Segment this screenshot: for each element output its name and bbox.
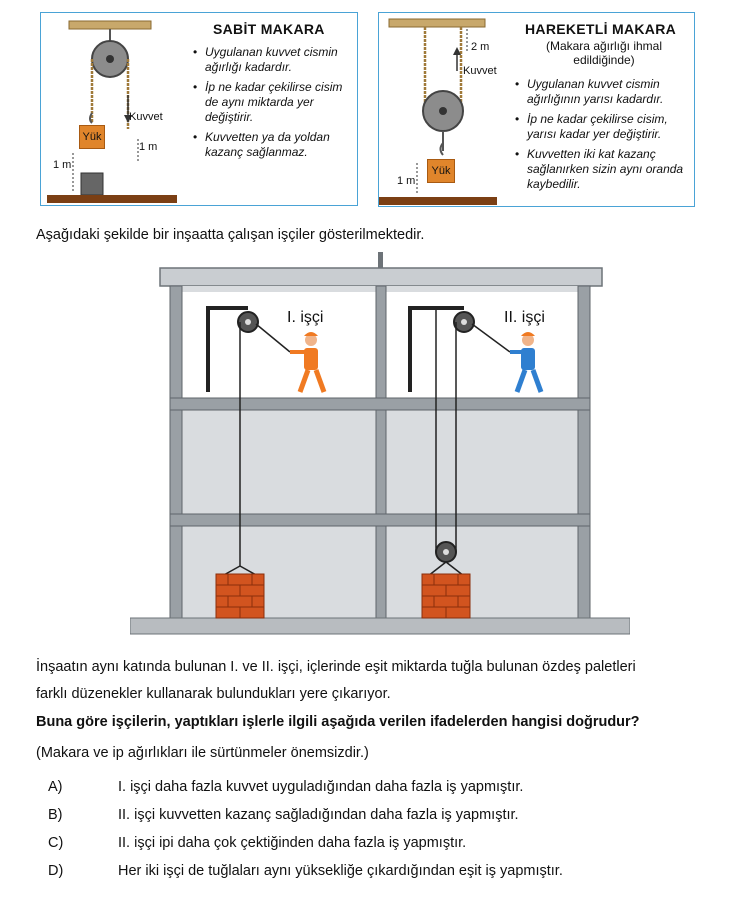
movable-pulley-bullets: Uygulanan kuvvet cismin ağırlığının yarı…	[515, 77, 690, 197]
option-a-letter[interactable]: A)	[48, 779, 63, 795]
movable-distance-bottom-label: 1 m	[397, 175, 416, 187]
fixed-bullet: İp ne kadar çekilirse cisim de aynı mikt…	[193, 80, 353, 125]
movable-bullet: İp ne kadar çekilirse cisim, yarısı kada…	[515, 112, 690, 142]
fixed-distance-2-label: 1 m	[53, 159, 72, 171]
option-b-text[interactable]: II. işçi kuvvetten kazanç sağladığından …	[118, 807, 519, 823]
construction-illustration	[130, 252, 630, 635]
movable-pulley-box: Yük 2 m Kuvvet 1 m HAREKETLİ MAKARA (Mak…	[378, 12, 695, 207]
fixed-pulley-bullets: Uygulanan kuvvet cismin ağırlığı kadardı…	[193, 45, 353, 165]
brick-pallet-2	[421, 561, 471, 619]
fixed-pulley-title: SABİT MAKARA	[213, 21, 325, 37]
fixed-bullet: Kuvvetten ya da yoldan kazanç sağlanmaz.	[193, 130, 353, 160]
worker-1-figure	[290, 332, 327, 393]
worker-1-label: I. işçi	[287, 309, 324, 326]
intro-text: Aşağıdaki şekilde bir inşaatta çalışan i…	[36, 227, 425, 243]
movable-bullet: Uygulanan kuvvet cismin ağırlığının yarı…	[515, 77, 690, 107]
movable-distance-top-label: 2 m	[471, 41, 490, 53]
fixed-pulley-box: Yük Kuvvet 1 m 1 m SABİT MAKARA Uygulana…	[40, 12, 358, 206]
movable-force-label: Kuvvet	[463, 65, 497, 77]
paragraph-line-1: İnşaatın aynı katında bulunan I. ve II. …	[36, 659, 636, 675]
fixed-load-label: Yük	[79, 125, 105, 149]
fixed-force-label: Kuvvet	[129, 111, 163, 123]
option-c-text[interactable]: II. işçi ipi daha çok çektiğinden daha f…	[118, 835, 467, 851]
paragraph-line-2: farklı düzenekler kullanarak bulunduklar…	[36, 686, 391, 702]
movable-pulley-title: HAREKETLİ MAKARA	[525, 21, 677, 37]
movable-pulley-diagram	[379, 18, 497, 205]
option-b-letter[interactable]: B)	[48, 807, 63, 823]
option-c-letter[interactable]: C)	[48, 835, 64, 851]
worker-2-figure	[510, 332, 544, 393]
worker-2-label: II. işçi	[504, 309, 545, 326]
movable-pulley-subtitle-1: (Makara ağırlığı ihmal	[545, 39, 663, 53]
fixed-pulley-diagram	[47, 20, 177, 203]
fixed-distance-1-label: 1 m	[139, 141, 158, 153]
fixed-bullet: Uygulanan kuvvet cismin ağırlığı kadardı…	[193, 45, 353, 75]
option-a-text[interactable]: I. işçi daha fazla kuvvet uyguladığından…	[118, 779, 524, 795]
brick-pallet-1	[215, 565, 265, 619]
option-d-letter[interactable]: D)	[48, 863, 64, 879]
note-text: (Makara ve ip ağırlıkları ile sürtünmele…	[36, 745, 369, 761]
movable-load-label: Yük	[427, 159, 455, 183]
question-text: Buna göre işçilerin, yaptıkları işlerle …	[36, 714, 640, 730]
movable-bullet: Kuvvetten iki kat kazanç sağlanırken siz…	[515, 147, 690, 192]
movable-pulley-subtitle-2: edildiğinde)	[573, 53, 635, 67]
option-d-text[interactable]: Her iki işçi de tuğlaları aynı yüksekliğ…	[118, 863, 563, 879]
